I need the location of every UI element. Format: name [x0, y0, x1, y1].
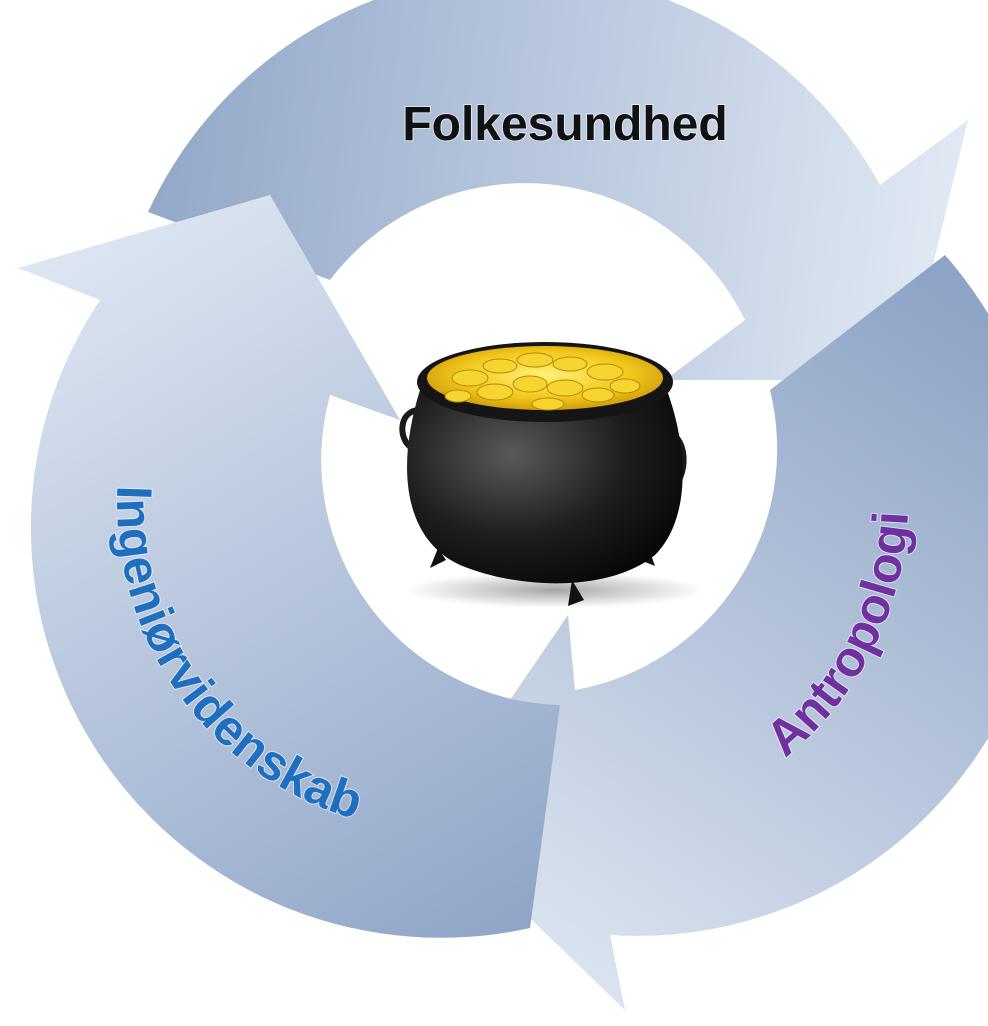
pot-of-gold-image [399, 342, 705, 608]
arrow-right [428, 255, 988, 1010]
label-folkesundhed: Folkesundhed [402, 98, 727, 151]
arrow-top [148, 0, 968, 380]
arrow-left [18, 195, 560, 938]
